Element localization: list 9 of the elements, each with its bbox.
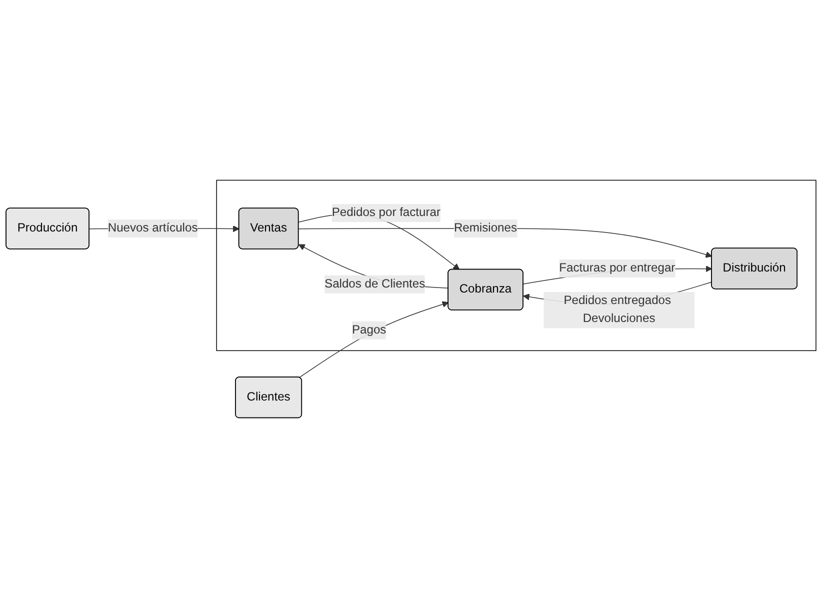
edge-label: Remisiones xyxy=(454,222,517,235)
edge-label: Nuevos artículos xyxy=(108,222,198,235)
edge-label: Pedidos por facturar xyxy=(332,206,440,220)
edge-label: Facturas por entregar xyxy=(559,262,676,274)
edge-label: Saldos de Clientes xyxy=(324,278,426,290)
arrow xyxy=(298,301,449,378)
edge-label: Pedidos entregados Devoluciones xyxy=(564,294,672,326)
cluster xyxy=(216,180,816,352)
edge-label: Pagos xyxy=(352,324,386,336)
